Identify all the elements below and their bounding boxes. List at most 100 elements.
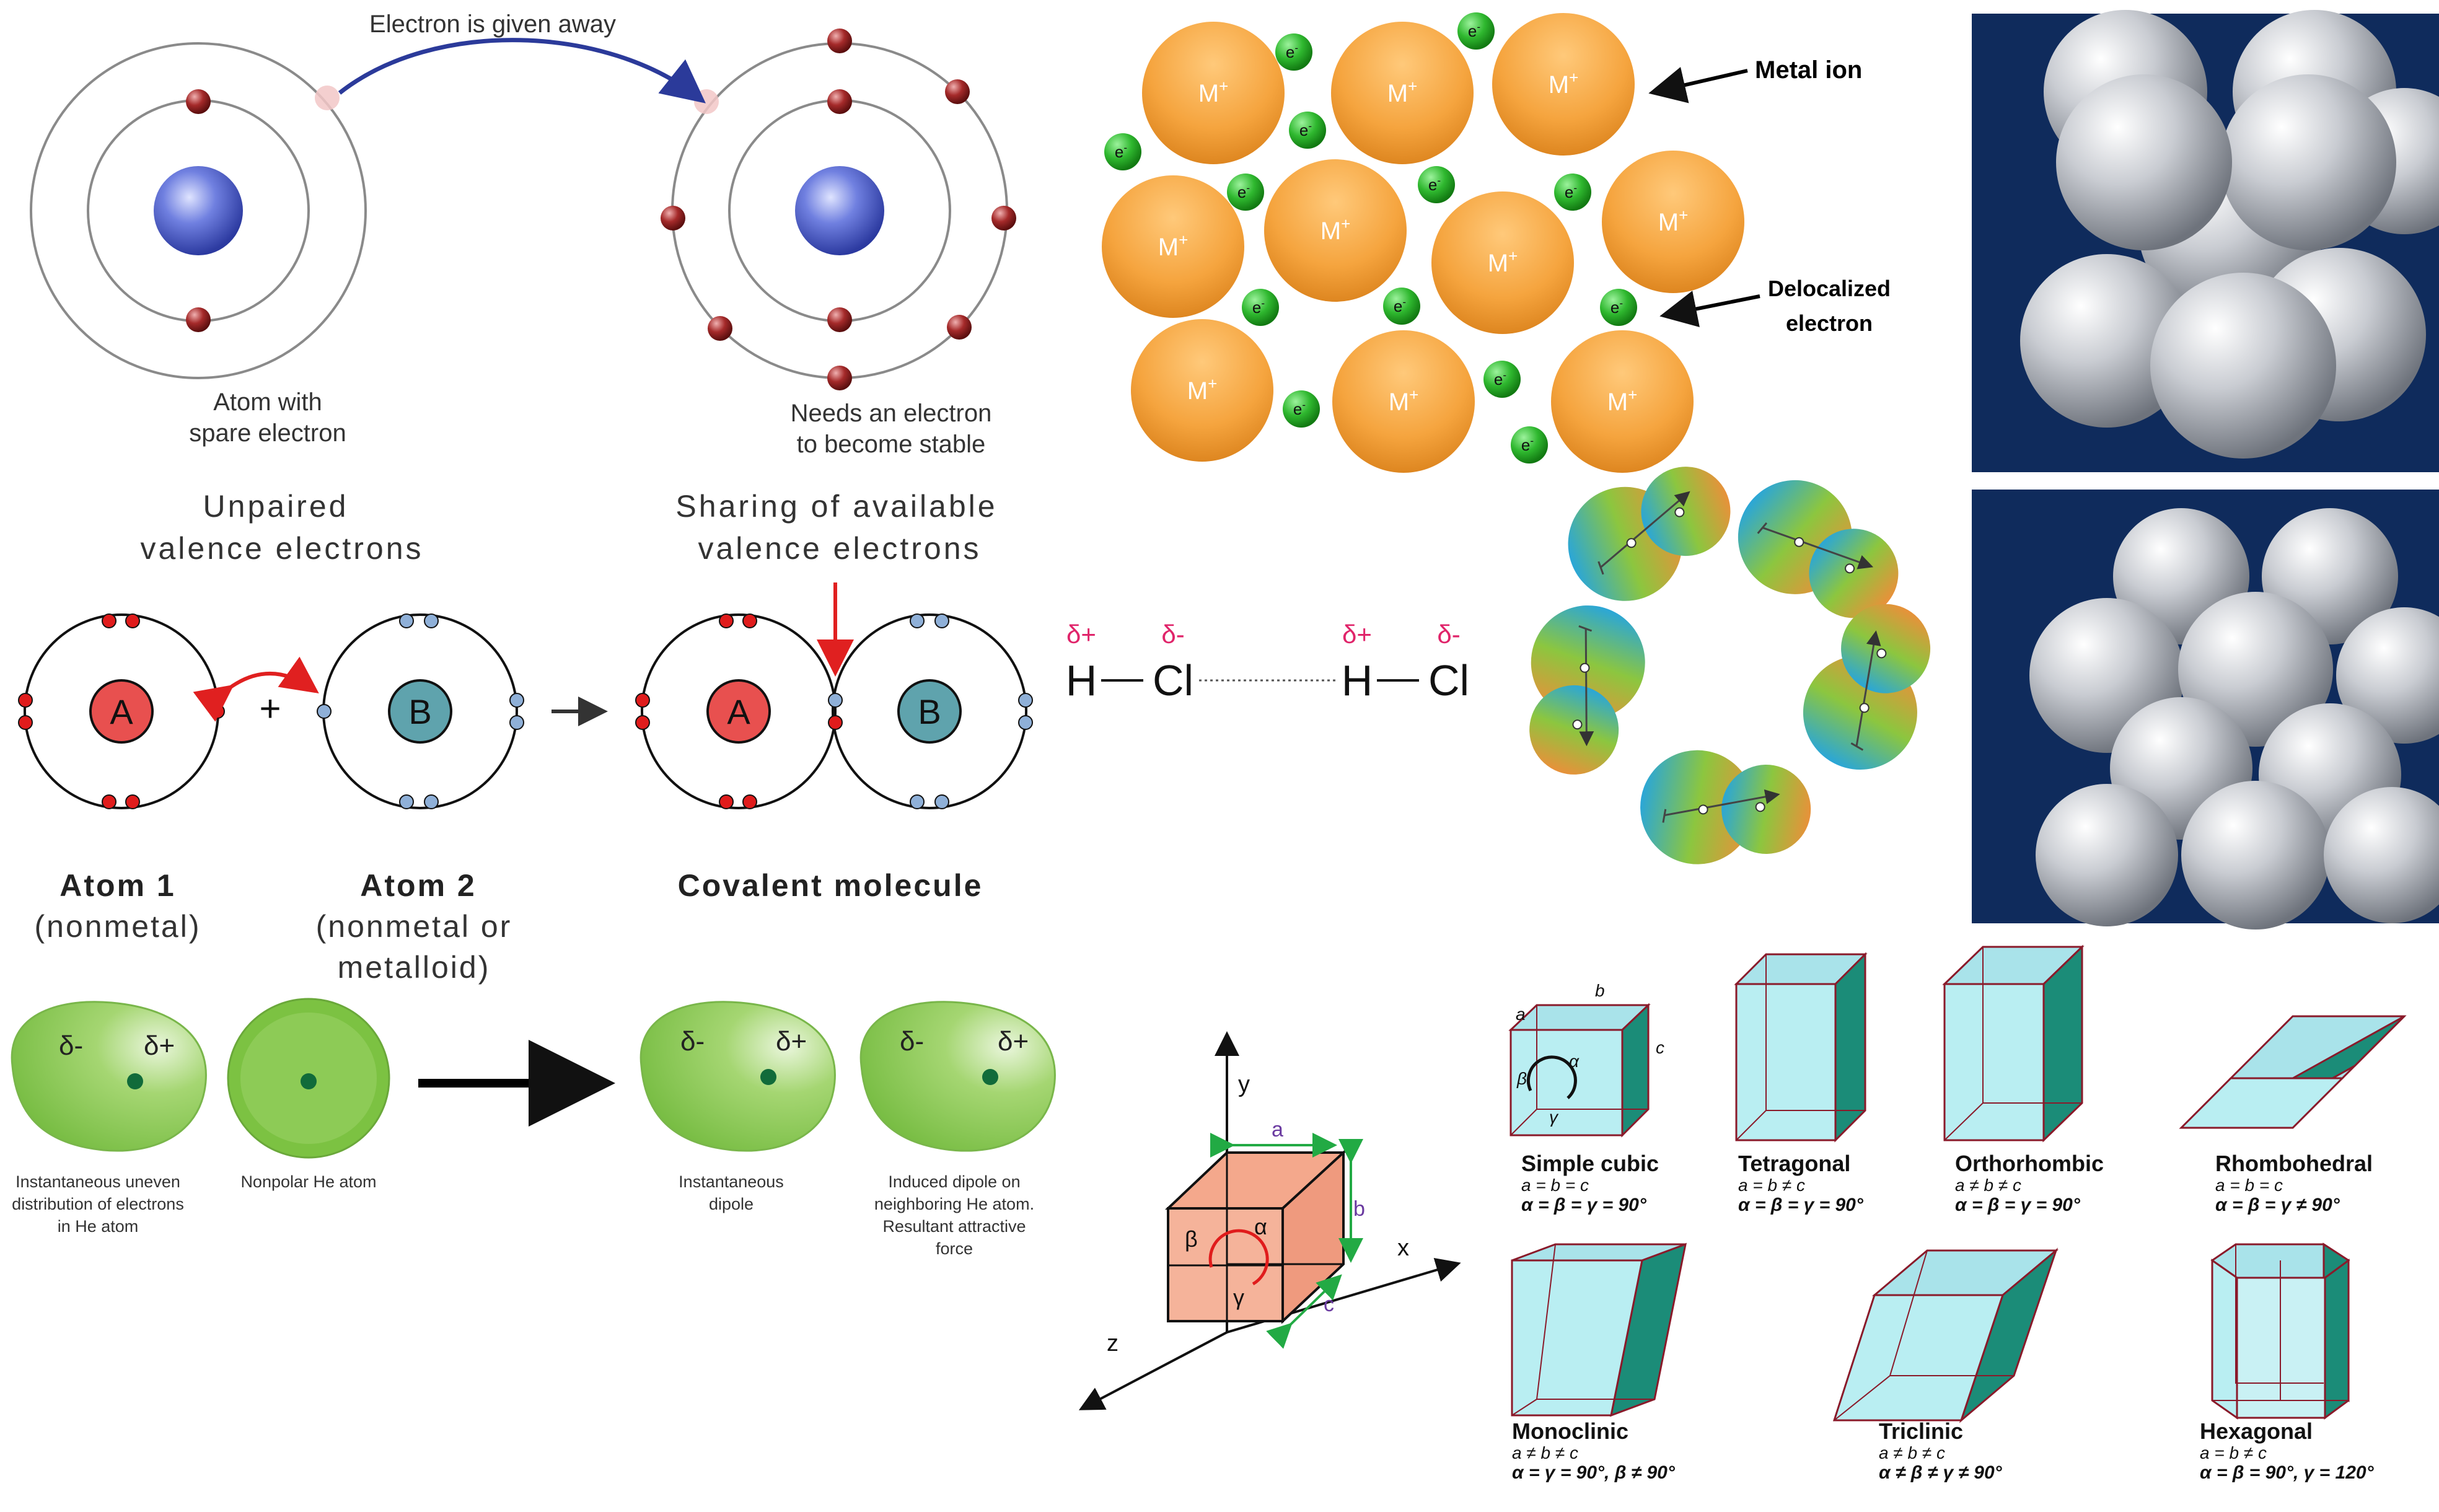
nucleus — [154, 166, 243, 255]
delocalized-electron-13: e- — [1511, 426, 1548, 464]
metal-ion-symbol: M+ — [1549, 68, 1579, 99]
lattice-angle-relation: α = β = γ ≠ 90° — [2215, 1195, 2340, 1215]
metal-ion-symbol: M+ — [1488, 247, 1518, 277]
acceptor-atom — [661, 29, 1016, 390]
lattice-name: Triclinic — [1879, 1418, 1963, 1444]
blob3-delta-minus: δ- — [680, 1026, 705, 1057]
metal-ion-label: Metal ion — [1755, 56, 1862, 84]
metal-ion-4: M+ — [1102, 175, 1244, 318]
ionic-transfer-diagram: Electron is given away Atom with spare e… — [30, 11, 1016, 458]
lattice-angle-relation: α = γ = 90°, β ≠ 90° — [1512, 1462, 1676, 1483]
metal-ion-1: M+ — [1142, 22, 1285, 164]
delocalized-electron-1: e- — [1275, 33, 1312, 71]
caption3-line2: dipole — [709, 1195, 754, 1213]
lattice-name: Orthorhombic — [1955, 1151, 2104, 1176]
lattice-angle-relation: α = β = γ = 90° — [1521, 1195, 1647, 1215]
sc-a: a — [1516, 1004, 1526, 1024]
blob1-delta-minus: δ- — [59, 1031, 83, 1061]
edge-b: b — [1353, 1197, 1365, 1221]
h1-delta-plus: δ+ — [1066, 620, 1096, 649]
lattice-monoclinic — [1511, 1242, 1687, 1417]
h1-symbol: H — [1066, 656, 1097, 705]
hcl-dipole-dipole: δ+ δ- δ+ δ- H Cl H Cl — [1066, 620, 1469, 705]
lattice-name: Hexagonal — [2200, 1418, 2313, 1444]
lattice-orthorhombic — [1942, 944, 2085, 1143]
lattice-rhombohedral — [2179, 1015, 2407, 1129]
sc-b: b — [1595, 981, 1605, 1000]
metallic-bonding-diagram: M+M+M+M+M+M+M+M+M+M+ e-e-e-e-e-e-e-e-e-e… — [1102, 12, 1891, 473]
lattice-edge-relation: a ≠ b ≠ c — [1512, 1443, 1578, 1462]
blob1-delta-plus: δ+ — [144, 1031, 175, 1061]
polar-molecule-5 — [1640, 750, 1811, 864]
donor-caption-2: spare electron — [189, 420, 346, 447]
atom2-title: Atom 2 — [360, 868, 476, 903]
transfer-label: Electron is given away — [369, 11, 616, 38]
caption3-line1: Instantaneous — [679, 1172, 784, 1191]
axis-y: y — [1238, 1071, 1250, 1097]
angle-alpha: α — [1254, 1214, 1267, 1239]
delocalized-electron-10: e- — [1600, 289, 1637, 326]
electron — [186, 89, 211, 114]
molecule-atom-b: B — [918, 692, 941, 731]
covalent-bonding-diagram: Unpaired valence electrons Sharing of av… — [18, 489, 1033, 985]
edge-a: a — [1272, 1118, 1283, 1141]
nucleus — [795, 166, 884, 255]
sc-c: c — [1656, 1038, 1664, 1057]
metal-ion-8: M+ — [1131, 319, 1273, 462]
lattice-edge-relation: a = b ≠ c — [2200, 1443, 2267, 1462]
sc-beta: β — [1516, 1069, 1527, 1088]
acceptor-caption-2: to become stable — [797, 431, 986, 458]
dipole-molecule-ring — [1529, 467, 1931, 864]
metal-ion-2: M+ — [1331, 22, 1474, 164]
packing-panel-bottom — [1972, 490, 2439, 930]
delocalized-electron-7: e- — [1554, 174, 1591, 211]
metal-ion-9: M+ — [1332, 330, 1475, 473]
delocalized-electron-5: e- — [1227, 174, 1264, 211]
delocalized-electron-4: e- — [1289, 112, 1326, 149]
unit-cell-diagram: y x z β α γ a b c — [1078, 1031, 1461, 1410]
transferring-electron — [315, 86, 340, 110]
axis-z: z — [1107, 1330, 1118, 1356]
transfer-arrow — [338, 38, 706, 103]
lattice-angle-relation: α ≠ β ≠ γ ≠ 90° — [1879, 1462, 2003, 1483]
delocalized-electron-3: e- — [1104, 133, 1141, 170]
metal-ion-10: M+ — [1551, 330, 1694, 473]
lattice-name: Rhombohedral — [2215, 1151, 2373, 1176]
polar-molecule-4 — [1803, 604, 1931, 770]
atom-b-symbol: B — [408, 692, 431, 731]
lattice-edge-relation: a = b ≠ c — [1738, 1176, 1805, 1195]
lattice-angle-relation: α = β = γ = 90° — [1955, 1195, 2081, 1215]
atom1-sub: (nonmetal) — [35, 909, 201, 944]
metal-ion-pointer — [1648, 67, 1748, 103]
lattice-angle-relation: α = β = γ = 90° — [1738, 1195, 1864, 1215]
lattice-name: Simple cubic — [1521, 1151, 1659, 1176]
lattice-name: Tetragonal — [1738, 1151, 1850, 1176]
cl2-symbol: Cl — [1428, 656, 1469, 705]
axis-x: x — [1397, 1235, 1409, 1261]
metal-ion-6: M+ — [1431, 191, 1574, 334]
delocalized-electron-2: e- — [1457, 12, 1495, 50]
blob-uneven: δ- δ+ — [11, 1001, 207, 1152]
lattice-simple-cubic: a b c β α γ — [1508, 981, 1664, 1138]
blob-induced-dipole: δ- δ+ — [859, 1001, 1056, 1152]
atom-a-isolated: A — [18, 613, 225, 809]
atom1-title: Atom 1 — [59, 868, 175, 903]
caption4-line1: Induced dipole on — [888, 1172, 1020, 1191]
vacancy — [694, 89, 719, 114]
molecule-atom-a: A — [727, 692, 750, 731]
blob3-delta-plus: δ+ — [776, 1026, 807, 1057]
delocalized-electron-9: e- — [1383, 288, 1420, 325]
packing-panel-top — [1972, 10, 2439, 472]
atom2-sub-1: (nonmetal or — [316, 909, 512, 944]
blob4-delta-minus: δ- — [900, 1026, 924, 1057]
cl1-symbol: Cl — [1153, 656, 1193, 705]
sc-gamma: γ — [1549, 1107, 1559, 1127]
atom-a-symbol: A — [110, 692, 133, 731]
caption1-line3: in He atom — [58, 1217, 139, 1236]
delocalized-electron-11: e- — [1283, 390, 1320, 428]
